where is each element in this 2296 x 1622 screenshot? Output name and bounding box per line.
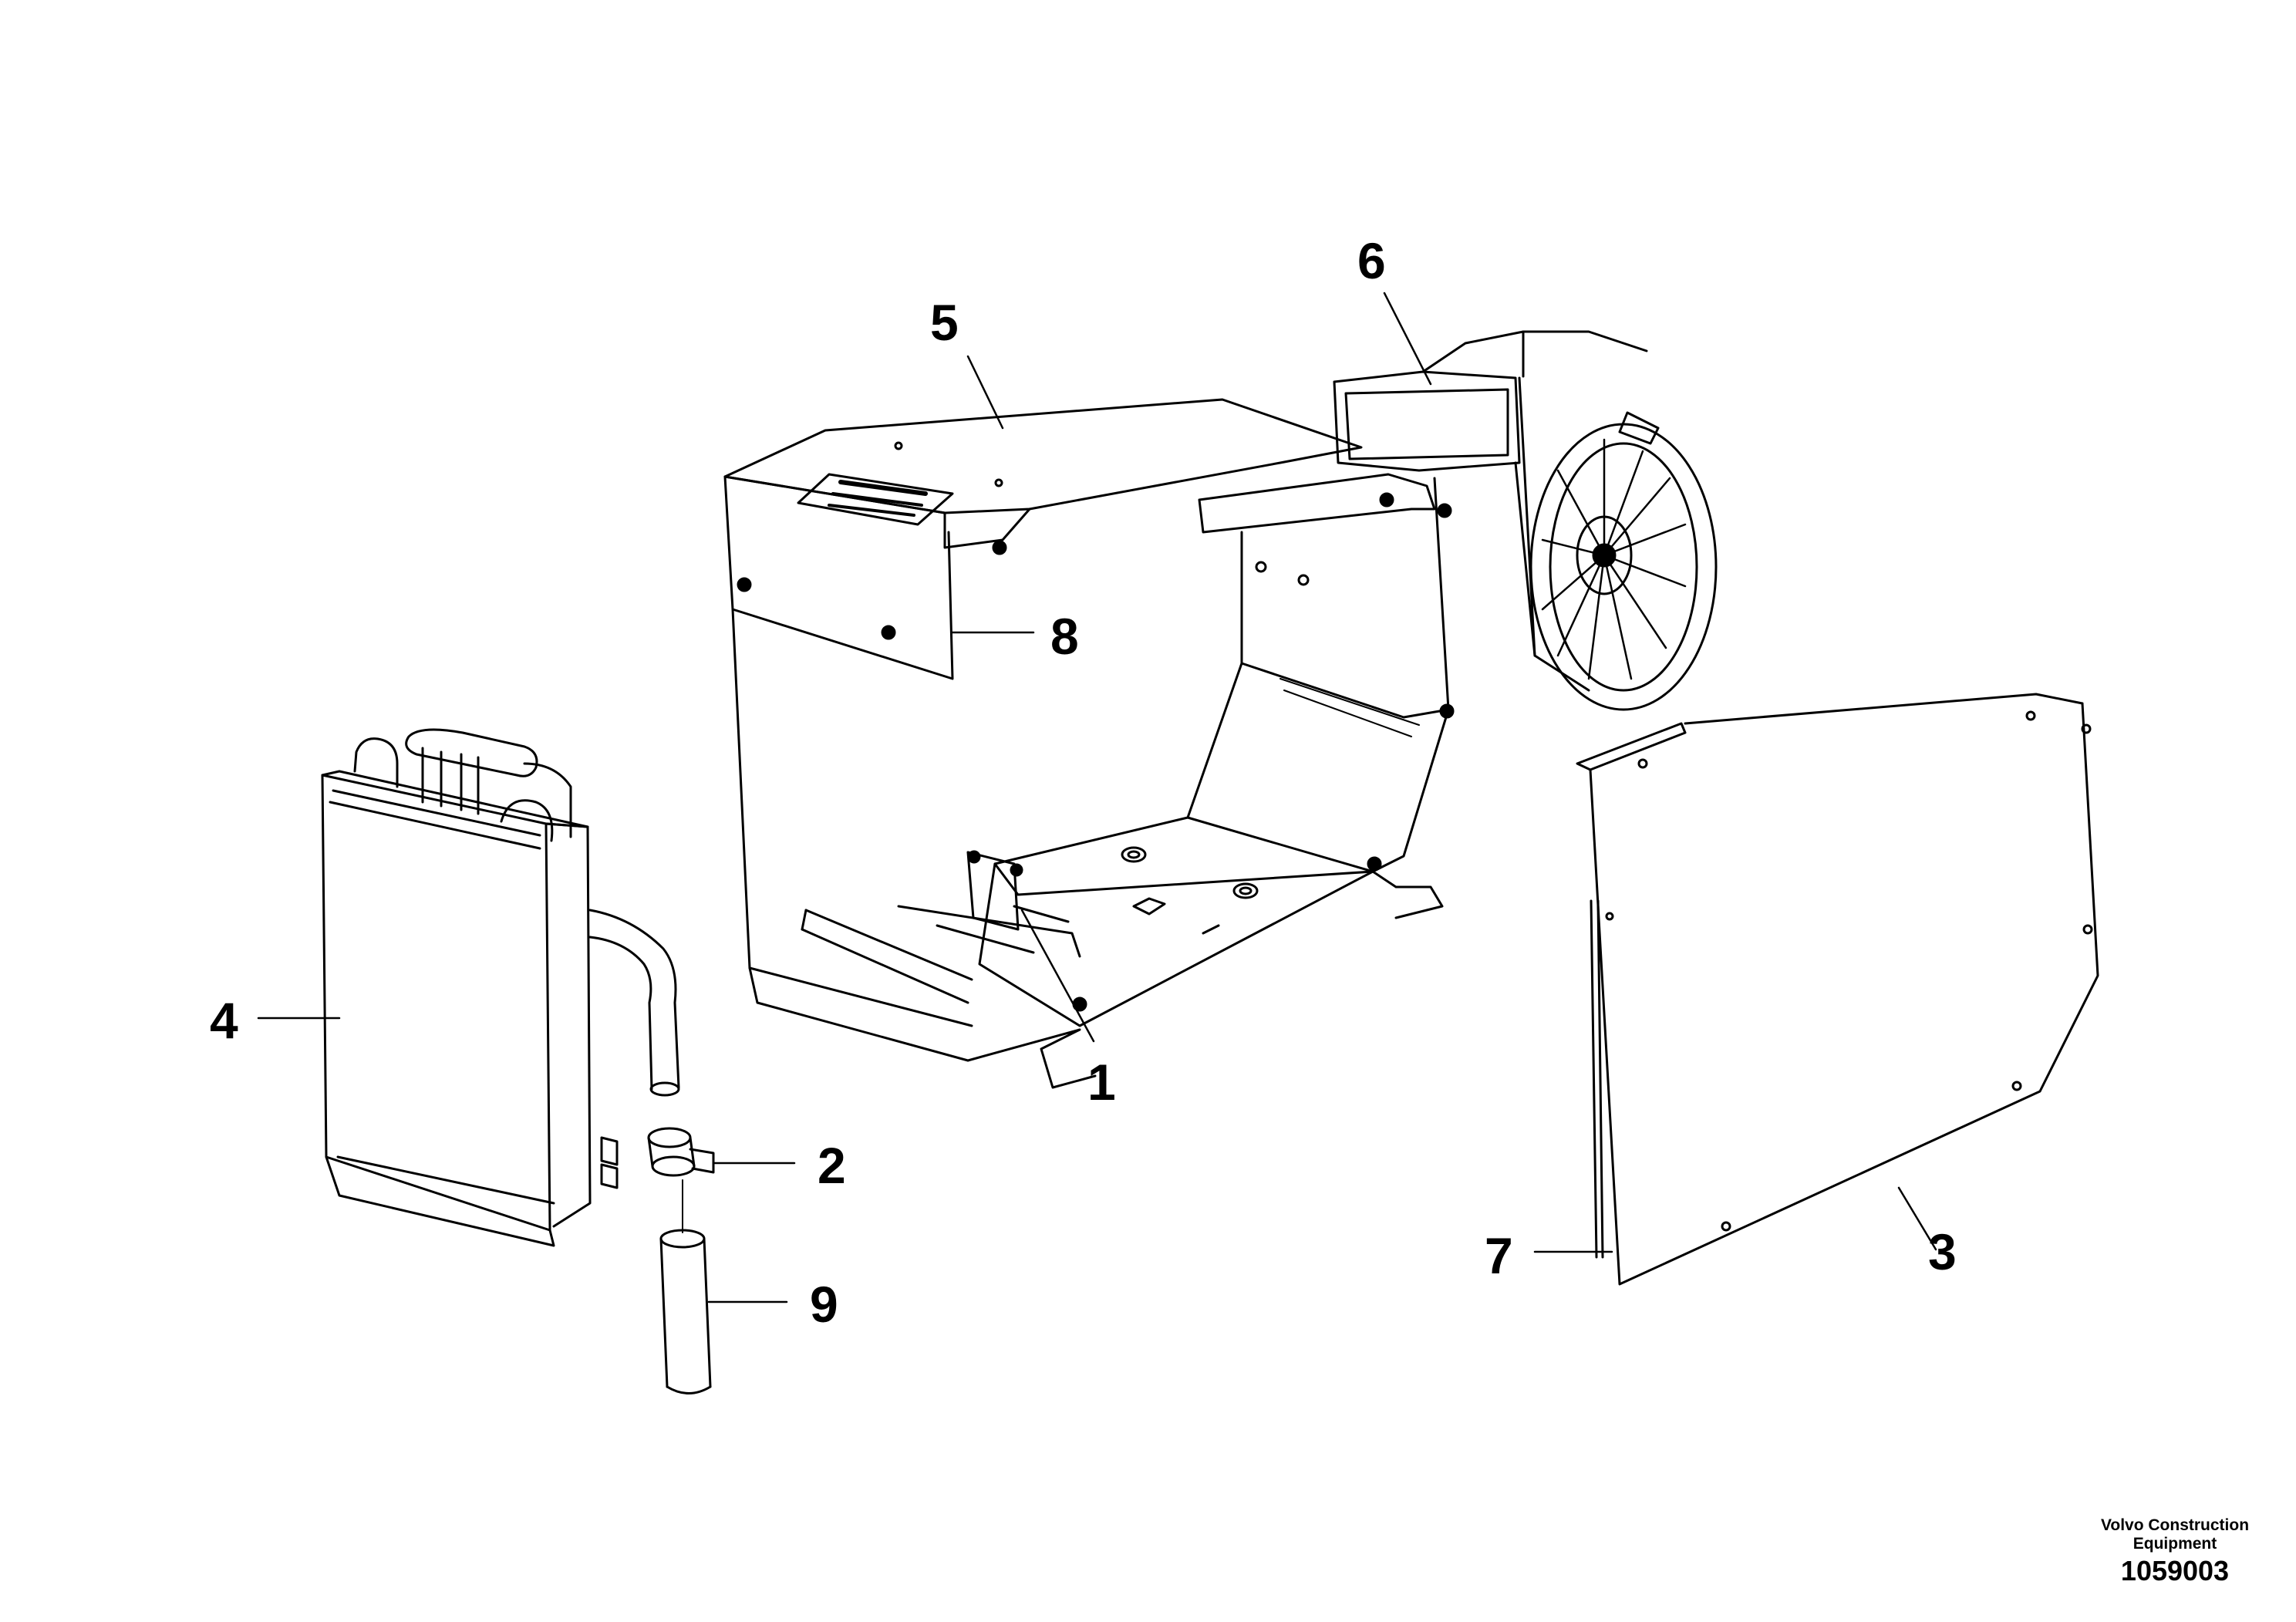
heater-core	[321, 728, 680, 1247]
callout-4: 4	[210, 992, 238, 1049]
leader-3	[1897, 1186, 1937, 1251]
hose-clamp	[647, 1127, 715, 1177]
credit-company-line1: Volvo Construction	[2100, 1516, 2250, 1534]
credit-company-line2: Equipment	[2132, 1535, 2217, 1553]
heater-housing	[723, 398, 1455, 1089]
hose	[659, 1179, 712, 1394]
side-cover-panel	[1576, 693, 2099, 1286]
callout-2: 2	[818, 1137, 846, 1194]
leader-5	[966, 355, 1004, 430]
leader-lines	[257, 292, 1937, 1303]
callout-1: 1	[1087, 1054, 1116, 1111]
callout-5: 5	[930, 294, 959, 351]
callout-9: 9	[810, 1276, 838, 1333]
figure-number: 1059003	[2120, 1555, 2230, 1587]
callout-3: 3	[1928, 1223, 1957, 1280]
leader-6	[1383, 292, 1432, 386]
leader-1	[1020, 909, 1095, 1043]
panel-holes	[1605, 710, 2093, 1232]
callout-8: 8	[1050, 608, 1079, 665]
fastener-bolts	[737, 441, 1455, 1012]
blower-unit	[1333, 330, 1718, 711]
callout-6: 6	[1357, 232, 1386, 289]
callout-7: 7	[1485, 1227, 1513, 1284]
